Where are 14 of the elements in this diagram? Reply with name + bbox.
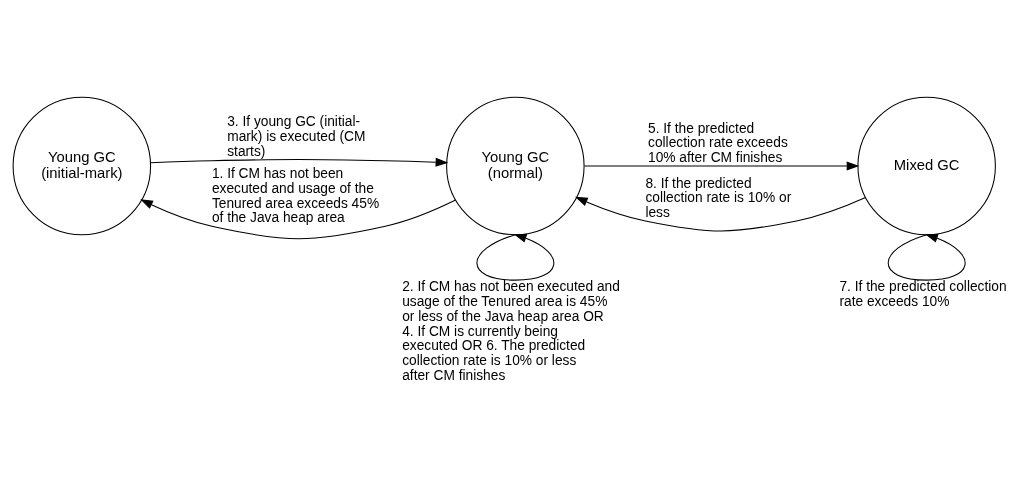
arrow bbox=[476, 234, 555, 281]
arrow bbox=[574, 196, 867, 232]
edge-label: 1. If CM has not been executed and usage of the Tenured area exceeds 45% of the Java heap area bbox=[211, 166, 380, 226]
edge-label: 3. If young GC (initial-mark) is executed (CM starts) bbox=[227, 114, 366, 159]
node-circle: Mixed GC bbox=[857, 96, 996, 236]
edge-label: 2. If CM has not been executed and usage of the Tenured area is 45% or less of the Java heap area OR 4. If CM is currently being executed OR 6. The predicted collection rate is 10% or less after CM finishes bbox=[402, 279, 620, 383]
arrow bbox=[149, 157, 449, 167]
arrow bbox=[887, 234, 966, 281]
node-circle: Young GC (normal) bbox=[446, 96, 585, 236]
arrow bbox=[140, 199, 457, 240]
arrow bbox=[583, 161, 860, 171]
edge-label: 5. If the predicted collection rate exceeds 10% after CM finishes bbox=[648, 120, 788, 166]
edge-label: 7. If the predicted collection rate exceeds 10% bbox=[839, 279, 1007, 309]
edge-label: 8. If the predicted collection rate is 10% or less bbox=[645, 175, 792, 221]
